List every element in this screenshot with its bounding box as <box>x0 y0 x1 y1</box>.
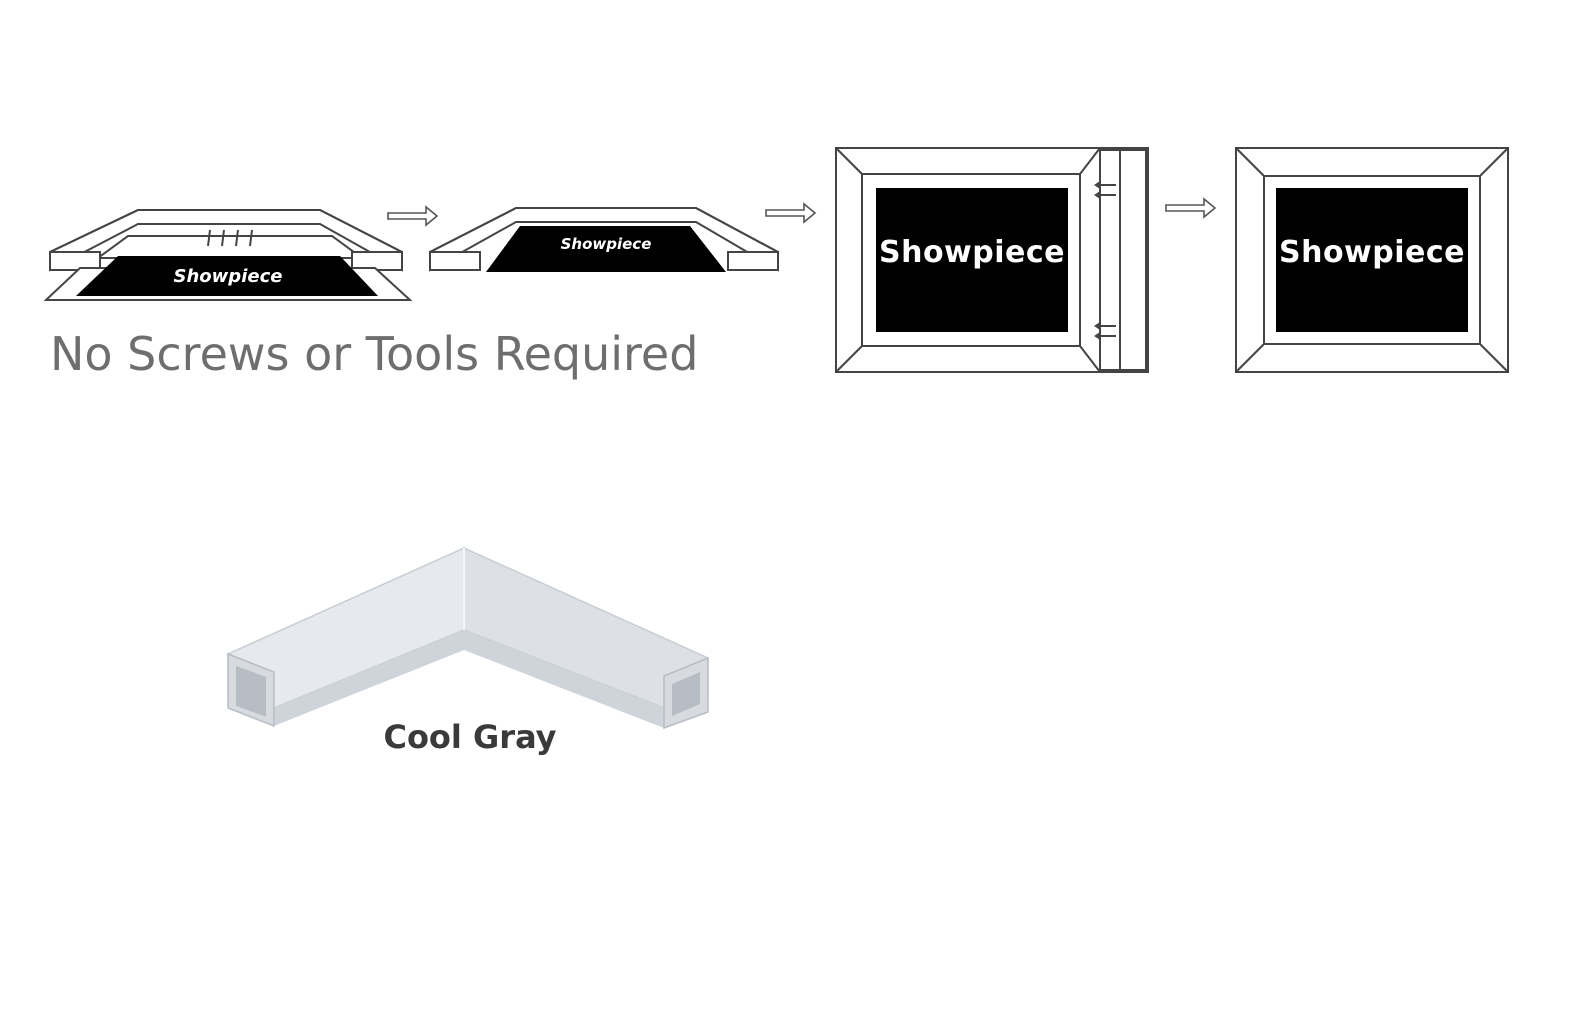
brand-label-step-3: Showpiece <box>879 235 1065 270</box>
poster-black <box>76 256 378 296</box>
brand-label-step-2: Showpiece <box>561 235 652 253</box>
poster-black <box>876 188 1068 332</box>
right-arrow-icon <box>1165 197 1217 219</box>
clip-marks <box>207 229 253 247</box>
poster-black <box>1276 188 1468 332</box>
brand-label-step-1: Showpiece <box>174 266 283 287</box>
caption-no-screws: No Screws or Tools Required <box>50 327 698 381</box>
step-2-closing-frame: Showpiece <box>429 207 779 272</box>
right-arrow-icon <box>387 205 439 227</box>
step-4-finished-frame: Showpiece <box>1235 147 1509 373</box>
brand-label-step-4: Showpiece <box>1279 235 1465 270</box>
color-label-cool-gray: Cool Gray <box>383 718 556 756</box>
slide-in-arrows-icon <box>1094 181 1116 340</box>
step-1-open-frame: Showpiece <box>43 209 413 301</box>
right-arrow-icon <box>765 202 817 224</box>
corner-profile-sample <box>227 546 709 730</box>
step-3-front-view-sliding-rail: Showpiece <box>835 147 1149 373</box>
poster-black <box>486 226 726 272</box>
